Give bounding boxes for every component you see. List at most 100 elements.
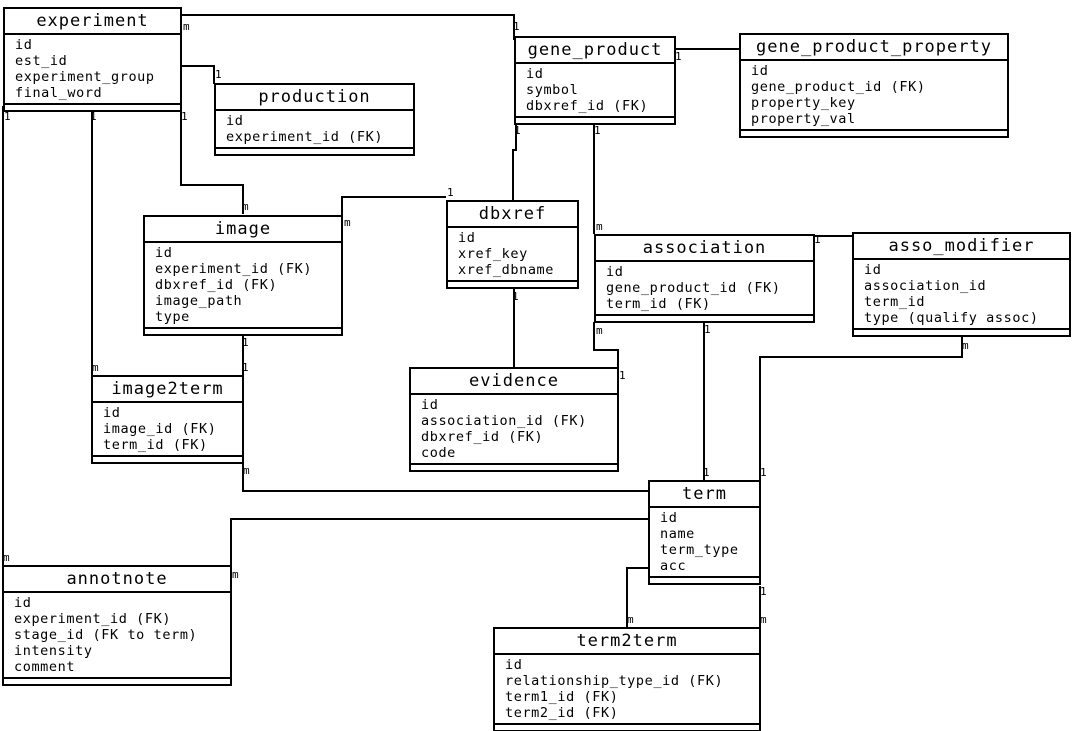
entity-dbxref[interactable]: dbxref id xref_key xref_dbname bbox=[446, 200, 579, 290]
field: xref_key bbox=[458, 246, 528, 263]
entity-title: production bbox=[216, 85, 413, 111]
link-term-term2term-a bbox=[626, 567, 648, 627]
cardinality-label: m bbox=[3, 551, 10, 564]
entity-title: evidence bbox=[411, 369, 617, 395]
link-experiment-gene_product bbox=[181, 14, 515, 40]
field: type bbox=[155, 309, 190, 326]
field: experiment_group bbox=[15, 69, 155, 86]
cardinality-label: 1 bbox=[512, 290, 519, 303]
field: intensity bbox=[14, 643, 93, 660]
entity-title: image2term bbox=[93, 377, 242, 403]
field: id bbox=[15, 37, 33, 53]
entity-term[interactable]: term id name term_type acc bbox=[648, 480, 761, 586]
cardinality-label: m bbox=[232, 568, 239, 581]
field-list: id experiment_id (FK) bbox=[216, 111, 413, 147]
field-list: id association_id term_id type (qualify … bbox=[854, 260, 1069, 328]
field: type (qualify assoc) bbox=[864, 310, 1039, 327]
cardinality-label: m bbox=[242, 200, 249, 213]
link-experiment-image bbox=[180, 106, 244, 214]
cardinality-label: 1 bbox=[90, 110, 97, 123]
cardinality-label: m bbox=[92, 361, 99, 374]
entity-experiment[interactable]: experiment id est_id experiment_group fi… bbox=[3, 7, 182, 113]
field: comment bbox=[14, 659, 76, 676]
field-list: id experiment_id (FK) dbxref_id (FK) ima… bbox=[145, 243, 341, 327]
field-list: id relationship_type_id (FK) term1_id (F… bbox=[495, 655, 759, 723]
field-list: id image_id (FK) term_id (FK) bbox=[93, 403, 242, 455]
entity-title: association bbox=[596, 236, 813, 262]
field: gene_product_id (FK) bbox=[606, 280, 781, 297]
cardinality-label: m bbox=[183, 20, 190, 33]
field: term_id (FK) bbox=[606, 296, 711, 313]
field-list: id est_id experiment_group final_word bbox=[5, 35, 180, 103]
entity-title: asso_modifier bbox=[854, 234, 1069, 260]
entity-annotnote[interactable]: annotnote id experiment_id (FK) stage_id… bbox=[2, 565, 232, 687]
link-image-dbxref bbox=[341, 196, 446, 216]
field: id bbox=[14, 595, 32, 611]
entity-title: experiment bbox=[5, 9, 180, 35]
entity-association[interactable]: association id gene_product_id (FK) term… bbox=[594, 234, 815, 324]
cardinality-label: 1 bbox=[4, 110, 11, 123]
field: id bbox=[103, 405, 121, 421]
cardinality-label: 1 bbox=[594, 124, 601, 137]
field: id bbox=[660, 510, 678, 526]
field: symbol bbox=[526, 82, 579, 99]
field: property_val bbox=[751, 111, 856, 128]
entity-evidence[interactable]: evidence id association_id (FK) dbxref_i… bbox=[409, 367, 619, 473]
entity-footer bbox=[448, 280, 577, 287]
entity-production[interactable]: production id experiment_id (FK) bbox=[214, 83, 415, 157]
entity-term2term[interactable]: term2term id relationship_type_id (FK) t… bbox=[493, 627, 761, 731]
cardinality-label: 1 bbox=[760, 585, 767, 598]
entity-footer bbox=[854, 328, 1069, 335]
link-experiment-production bbox=[181, 65, 215, 84]
field: term2_id (FK) bbox=[505, 705, 619, 722]
field: id bbox=[751, 63, 769, 79]
entity-image[interactable]: image id experiment_id (FK) dbxref_id (F… bbox=[143, 215, 343, 337]
cardinality-label: 1 bbox=[704, 323, 711, 336]
entity-image2term[interactable]: image2term id image_id (FK) term_id (FK) bbox=[91, 375, 244, 465]
cardinality-label: m bbox=[596, 220, 603, 233]
cardinality-label: 1 bbox=[619, 369, 626, 382]
field: id bbox=[458, 230, 476, 246]
entity-footer bbox=[596, 314, 813, 321]
field: experiment_id (FK) bbox=[155, 261, 313, 278]
field: term_id (FK) bbox=[103, 437, 208, 454]
cardinality-label: 1 bbox=[181, 110, 188, 123]
field-list: id association_id (FK) dbxref_id (FK) co… bbox=[411, 395, 617, 463]
entity-footer bbox=[495, 723, 759, 730]
field-list: id gene_product_id (FK) property_key pro… bbox=[741, 61, 1007, 129]
entity-asso_modifier[interactable]: asso_modifier id association_id term_id … bbox=[852, 232, 1071, 338]
field: image_path bbox=[155, 293, 243, 310]
field: id bbox=[606, 264, 624, 280]
field-list: id name term_type acc bbox=[650, 508, 759, 576]
entity-title: gene_product_property bbox=[741, 35, 1007, 61]
cardinality-label: m bbox=[760, 613, 767, 626]
entity-footer bbox=[516, 116, 674, 123]
field: property_key bbox=[751, 95, 856, 112]
entity-gene_product[interactable]: gene_product id symbol dbxref_id (FK) bbox=[514, 36, 676, 126]
entity-footer bbox=[93, 455, 242, 462]
field-list: id experiment_id (FK) stage_id (FK to te… bbox=[4, 593, 230, 677]
field: code bbox=[421, 445, 456, 462]
field-list: id xref_key xref_dbname bbox=[448, 228, 577, 280]
cardinality-label: 1 bbox=[447, 186, 454, 199]
cardinality-label: m bbox=[627, 613, 634, 626]
field: experiment_id (FK) bbox=[14, 611, 172, 628]
entity-title: term2term bbox=[495, 629, 759, 655]
cardinality-label: 1 bbox=[514, 124, 521, 137]
entity-gene_product_property[interactable]: gene_product_property id gene_product_id… bbox=[739, 33, 1009, 139]
entity-title: annotnote bbox=[4, 567, 230, 593]
cardinality-label: 1 bbox=[242, 361, 249, 374]
field: name bbox=[660, 526, 695, 543]
link-gene_product-dbxref bbox=[512, 122, 517, 201]
cardinality-label: 1 bbox=[215, 68, 222, 81]
field: final_word bbox=[15, 85, 103, 102]
entity-footer bbox=[5, 103, 180, 110]
field: id bbox=[155, 245, 173, 261]
field: term_id bbox=[864, 294, 926, 311]
field: gene_product_id (FK) bbox=[751, 79, 926, 96]
entity-footer bbox=[650, 576, 759, 583]
field: dbxref_id (FK) bbox=[155, 277, 278, 294]
cardinality-label: 1 bbox=[760, 466, 767, 479]
field: xref_dbname bbox=[458, 262, 555, 279]
